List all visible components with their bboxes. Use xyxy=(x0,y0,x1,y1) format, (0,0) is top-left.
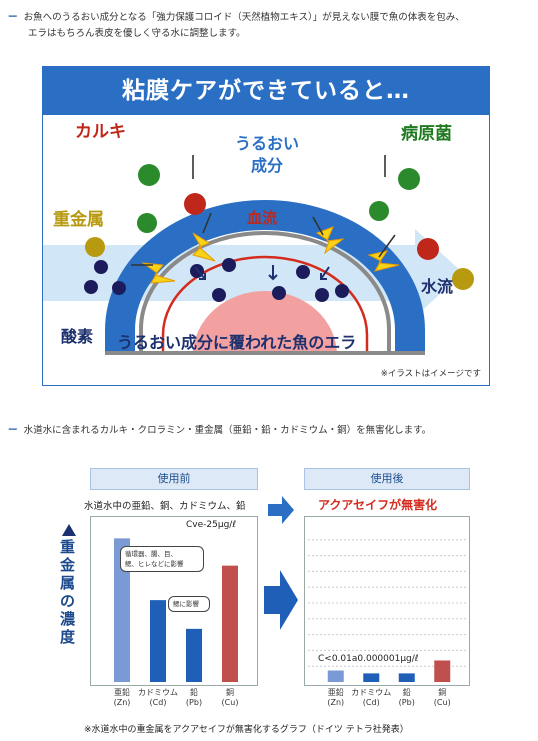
chart-footnote: ※水道水中の重金属をアクアセイフが無害化するグラフ（ドイツ テトラ社発表） xyxy=(84,725,409,735)
section2-text: ー 水道水に含まれるカルキ・クロラミン・重金属（亜鉛・鉛・カドミウム・銅）を無害… xyxy=(8,423,431,439)
before-header: 使用前 xyxy=(90,468,258,490)
after-panel xyxy=(304,516,470,686)
pointer-lines xyxy=(131,155,396,266)
barrier-sparks xyxy=(141,226,400,284)
after-tick-label: 亜鉛 (Zn) xyxy=(327,688,345,707)
bubble-zinc-effect: 循環器、腸、目、 鰓、ヒレなどに影響 xyxy=(120,546,204,572)
intro-text: ー お魚へのうるおい成分となる「強力保護コロイド（天然植物エキス）」が見えない膜… xyxy=(8,10,533,42)
transition-arrow-small-icon xyxy=(268,496,294,524)
before-tick-label: カドミウム (Cd) xyxy=(138,688,178,707)
label-water-flow: 水流 xyxy=(421,277,454,296)
after-tick-label: カドミウム (Cd) xyxy=(351,688,392,707)
before-bar xyxy=(114,538,130,682)
after-caption: アクアセイフが無害化 xyxy=(318,498,438,512)
label-oxygen: 酸素 xyxy=(61,327,94,346)
before-tick-label: 鉛 (Pb) xyxy=(185,688,203,707)
illustration-title: 粘膜ケアができていると… xyxy=(43,67,489,115)
label-calki: カルキ xyxy=(75,122,126,142)
intro-line-1: お魚へのうるおい成分となる「強力保護コロイド（天然植物エキス）」が見えない膜で魚… xyxy=(23,12,465,23)
before-tick-label: 亜鉛 (Zn) xyxy=(113,688,131,707)
intro-line-2: エラはもちろん表皮を優しく守る水に調整します。 xyxy=(28,28,246,39)
after-tick-label: 鉛 (Pb) xyxy=(398,688,415,707)
moisture-dome xyxy=(105,200,425,355)
gill-base xyxy=(105,351,425,355)
gill-diagram xyxy=(43,155,474,355)
comparison-chart xyxy=(114,538,466,682)
after-header: 使用後 xyxy=(304,468,470,490)
mucous-care-illustration: 粘膜ケアができていると… xyxy=(42,66,490,386)
before-tick-label: 銅 (Cu) xyxy=(221,688,239,707)
after-bar xyxy=(363,673,380,682)
absorption-arrows xyxy=(194,265,330,281)
y-axis-arrow-icon xyxy=(62,524,76,536)
before-bar xyxy=(186,628,202,682)
before-caption: 水道水中の亜鉛、銅、カドミウム、鉛 xyxy=(84,501,246,512)
label-pathogen: 病原菌 xyxy=(401,124,452,144)
label-gill: うるおい成分に覆われた魚のエラ xyxy=(117,333,357,352)
before-value-label: Cve-25μg/ℓ xyxy=(186,520,237,530)
illustration-note: ※イラストはイメージです xyxy=(380,369,481,379)
harmful-substances xyxy=(85,164,474,290)
after-bar xyxy=(434,660,451,682)
section2-bullet: ー xyxy=(8,425,18,436)
before-bar xyxy=(222,565,238,682)
after-value-label: C<0.01a0.000001μg/ℓ xyxy=(318,654,419,664)
y-axis-label: 重金属の濃度 xyxy=(60,538,76,646)
intro-bullet: ー xyxy=(8,12,18,23)
label-blood-flow: 血流 xyxy=(247,209,278,227)
before-bar xyxy=(150,600,166,682)
transition-arrow-large-icon xyxy=(264,570,298,630)
after-bar xyxy=(327,670,344,682)
blood-flow-line xyxy=(161,255,369,355)
after-bar xyxy=(398,673,415,682)
after-tick-label: 銅 (Cu) xyxy=(433,688,451,707)
label-heavy-metal: 重金属 xyxy=(53,210,104,230)
heavy-metal-comparison: 使用前 使用後 水道水中の亜鉛、銅、カドミウム、鉛 アクアセイフが無害化 重金属… xyxy=(0,460,538,741)
gill-tissue xyxy=(193,291,337,355)
label-moisture: うるおい 成分 xyxy=(234,134,299,175)
bubble-cadmium-effect: 鰓に影響 xyxy=(168,596,210,612)
section2-line: 水道水に含まれるカルキ・クロラミン・重金属（亜鉛・鉛・カドミウム・銅）を無害化し… xyxy=(23,425,432,436)
gill-outline xyxy=(139,231,391,355)
